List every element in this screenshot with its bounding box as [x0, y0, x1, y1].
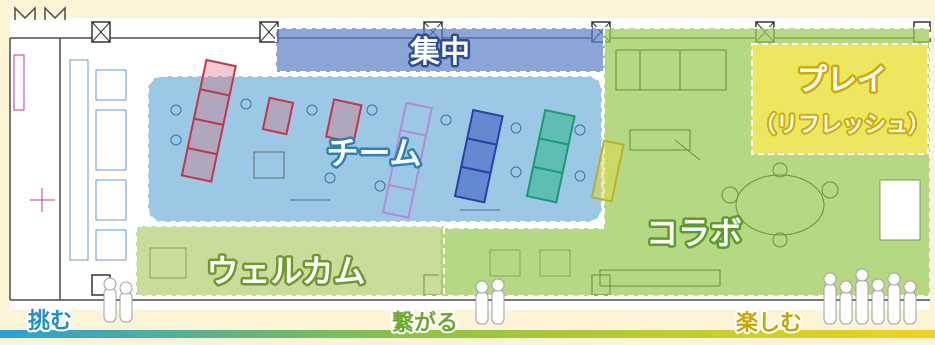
- bottom-label-center: 繋がる: [392, 310, 458, 336]
- zone-label-team: チーム: [326, 134, 421, 172]
- zone-label-collab: コラボ: [646, 214, 742, 252]
- zone-label-welcome: ウェルカム: [206, 252, 365, 290]
- welcome-furniture: [149, 247, 571, 279]
- person-group-center: [475, 278, 505, 325]
- bottom-label-right: 楽しむ: [736, 310, 802, 336]
- team-chairs: [170, 98, 586, 211]
- zone-label-play: プレイ: [797, 63, 887, 98]
- people-silhouettes: [103, 268, 917, 325]
- zone-label-shuchu: 集中: [409, 35, 470, 70]
- zone-label-refresh: （リフレッシュ）: [754, 113, 930, 138]
- person-group-right: [823, 268, 917, 325]
- zone-play: [751, 43, 929, 155]
- bottom-label-left: 挑む: [28, 309, 72, 334]
- person-group-left: [103, 277, 133, 323]
- zone-shuchu: [275, 27, 605, 73]
- zone-welcome: [135, 225, 445, 297]
- team-desk-islands: [180, 58, 625, 219]
- progression-bar: [0, 330, 935, 338]
- collab-furniture: [599, 49, 921, 287]
- left-corridor-furniture: [13, 54, 127, 261]
